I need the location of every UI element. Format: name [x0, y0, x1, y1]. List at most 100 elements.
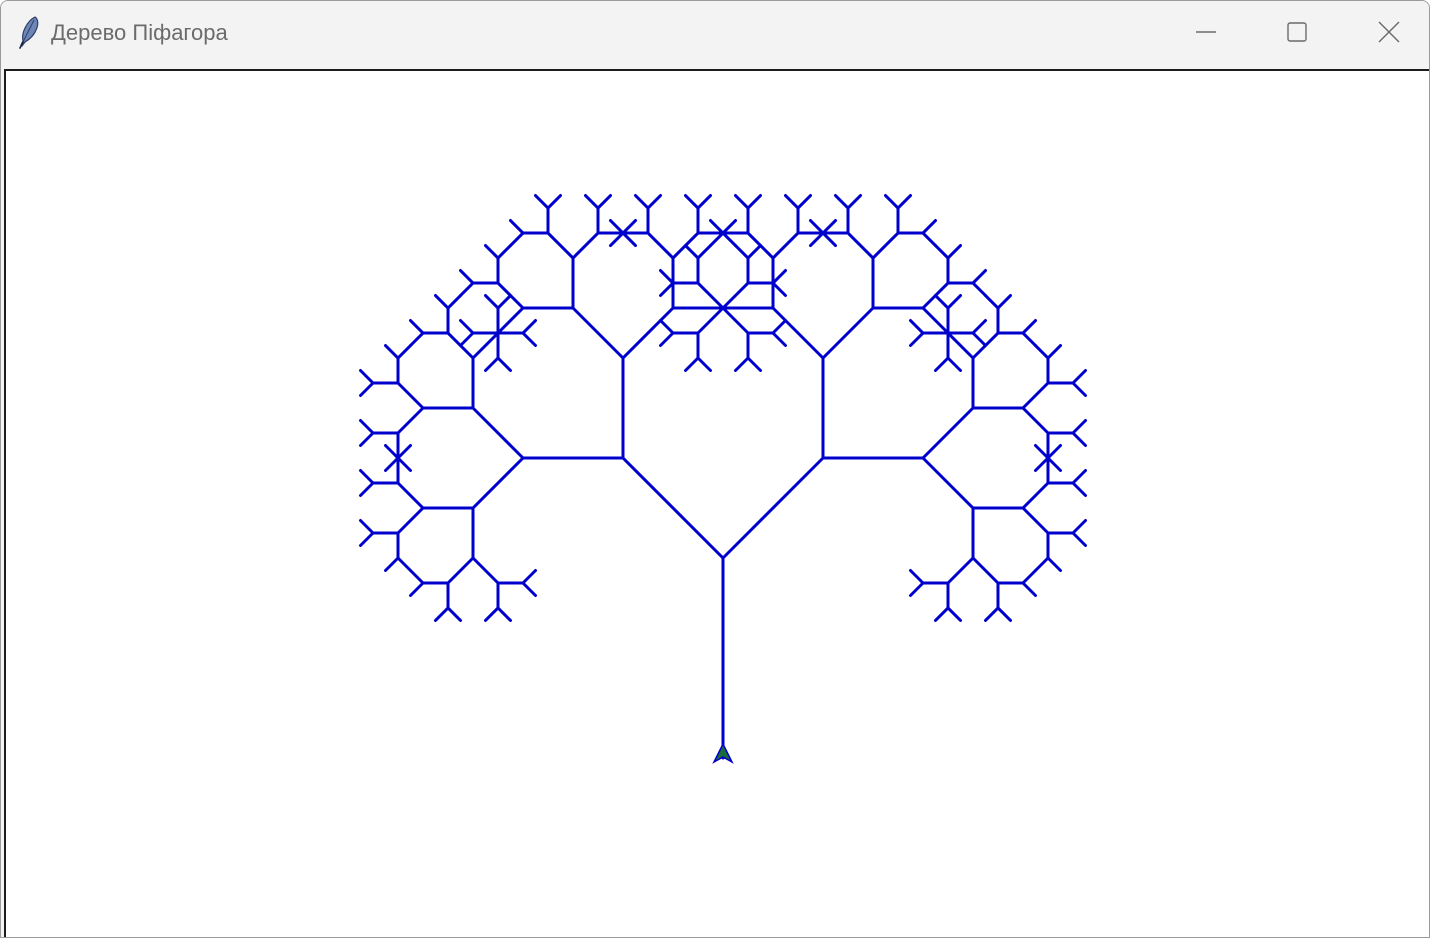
tree-branch — [696, 244, 712, 260]
tree-branch — [771, 231, 800, 260]
tree-branch — [496, 356, 512, 372]
tree-branch — [946, 556, 975, 585]
tree-branch — [546, 231, 575, 260]
tree-branch — [921, 456, 975, 510]
tree-branch — [1071, 419, 1087, 435]
tree-branch — [734, 244, 750, 260]
tree-branch — [696, 306, 725, 335]
tree-branch — [1021, 319, 1037, 335]
tree-branch — [771, 269, 787, 285]
tree-branch — [721, 231, 737, 248]
tree-branch — [409, 331, 425, 347]
tree-branch — [684, 356, 700, 372]
tree-branch — [821, 219, 837, 235]
tree-branch — [934, 294, 950, 310]
tree-branch — [946, 606, 962, 622]
tree-branch — [646, 231, 675, 260]
tree-branch — [471, 556, 500, 585]
tree-branch — [1021, 331, 1037, 347]
tree-branch — [971, 281, 987, 297]
tree-branch — [659, 331, 675, 347]
tree-branch — [496, 244, 512, 260]
tree-branch — [696, 281, 725, 310]
tree-branch — [1021, 581, 1037, 597]
tree-branch — [721, 281, 750, 310]
tree-branch — [471, 406, 525, 460]
tree-branch — [521, 319, 537, 335]
tree-branch — [946, 356, 962, 372]
tree-branch — [646, 194, 662, 210]
tree-branch — [771, 281, 787, 297]
tree-branch — [384, 556, 400, 572]
minimize-button[interactable] — [1160, 9, 1252, 55]
tree-branch — [571, 306, 625, 360]
tree-branch — [846, 231, 875, 260]
tree-branch — [434, 606, 450, 622]
close-button[interactable] — [1343, 9, 1429, 55]
tree-branch — [709, 231, 725, 248]
tree-branch — [684, 244, 700, 260]
tree-branch — [584, 194, 600, 210]
tree-branch — [396, 344, 413, 360]
minimize-icon — [1196, 31, 1216, 33]
tree-branch — [1071, 469, 1087, 485]
tree-branch — [621, 456, 725, 560]
tree-branch — [459, 281, 475, 297]
maximize-button[interactable] — [1251, 9, 1343, 55]
tree-branch — [459, 319, 475, 335]
tree-branch — [696, 356, 712, 372]
tree-branch — [484, 356, 500, 372]
tree-branch — [1021, 406, 1050, 435]
tree-branch — [921, 306, 950, 335]
tree-branch — [721, 306, 750, 335]
tree-branch — [521, 331, 537, 347]
close-icon — [1378, 21, 1400, 43]
tree-branch — [359, 419, 375, 435]
tree-branch — [359, 481, 375, 497]
tree-branch — [996, 294, 1012, 310]
tree-branch — [434, 294, 450, 310]
tree-branch — [1046, 444, 1062, 460]
tree-branch — [971, 331, 1000, 360]
feather-icon — [15, 15, 41, 49]
tree-branch — [746, 194, 762, 210]
tree-branch — [1071, 369, 1087, 385]
tree-branch — [634, 194, 650, 210]
tree-branch — [1033, 344, 1050, 360]
turtle-cursor-icon — [712, 742, 734, 764]
tree-branch — [734, 356, 750, 372]
title-bar[interactable]: Дерево Піфагора — [1, 1, 1429, 67]
tree-branch — [621, 219, 637, 235]
tree-branch — [909, 319, 925, 335]
tree-branch — [521, 569, 537, 585]
tree-branch — [509, 219, 525, 235]
drawing-canvas[interactable] — [4, 69, 1429, 937]
tree-branch — [596, 194, 612, 210]
pythagoras-tree — [359, 194, 1087, 764]
tree-branches — [359, 194, 1087, 760]
tree-branch — [546, 194, 562, 210]
tree-branch — [1033, 444, 1050, 460]
tree-branch — [784, 194, 800, 210]
tree-branch — [871, 231, 900, 260]
tree-branch — [909, 331, 925, 347]
tree-branch — [1021, 506, 1050, 535]
tree-branch — [934, 356, 950, 372]
tree-branch — [396, 456, 413, 472]
tree-branch — [771, 319, 787, 335]
tree-branch — [396, 406, 425, 435]
tree-branch — [359, 369, 375, 385]
tree-branch — [621, 306, 675, 360]
tree-branch — [771, 306, 825, 360]
tree-branch — [1071, 381, 1087, 397]
tree-branch — [909, 581, 925, 597]
tree-branch — [409, 319, 425, 335]
tree-branch — [834, 194, 850, 210]
tree-branch — [571, 231, 600, 260]
tree-branch — [534, 194, 550, 210]
tree-branch — [359, 519, 375, 535]
tree-branch — [984, 606, 1000, 622]
tree-branch — [909, 569, 925, 585]
tree-branch — [946, 244, 962, 260]
tree-branch — [1071, 531, 1087, 547]
